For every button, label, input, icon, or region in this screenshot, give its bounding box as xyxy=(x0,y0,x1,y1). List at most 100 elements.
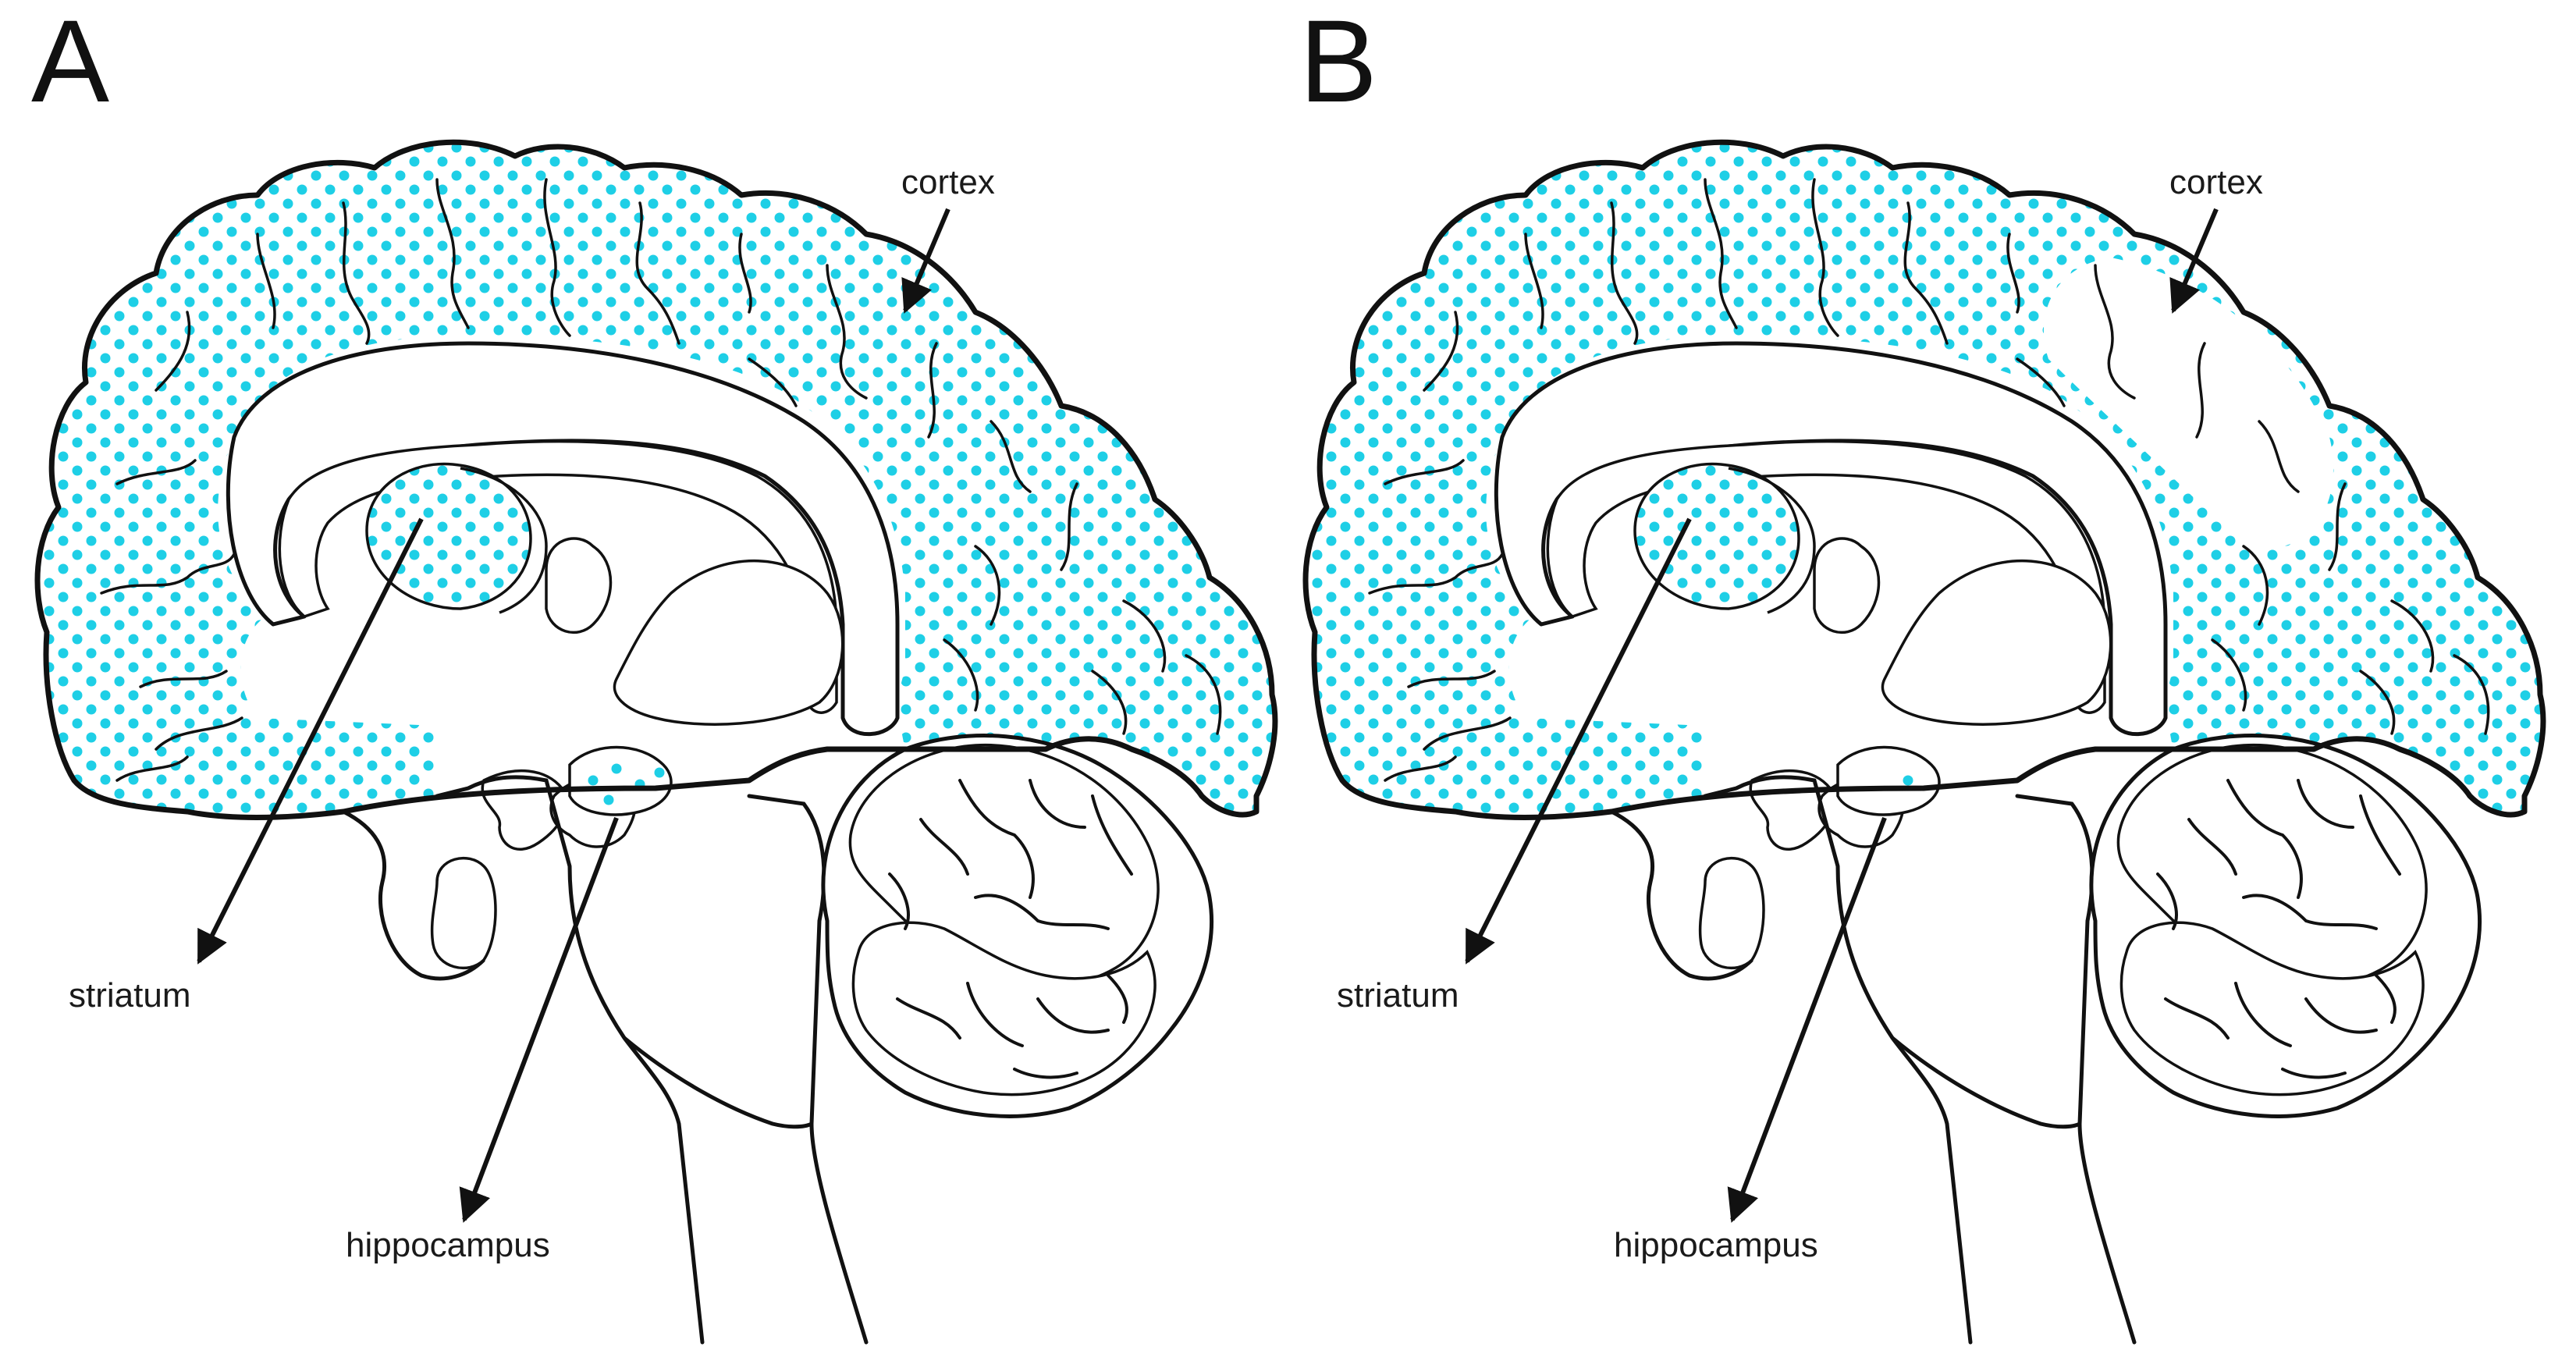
gyrus-line xyxy=(543,178,571,337)
gyrus-line xyxy=(990,420,1032,493)
striatum-label: striatum xyxy=(69,976,190,1015)
hippocampus-region xyxy=(1836,745,1941,816)
hippocampus-dot xyxy=(1903,775,1913,786)
gyrus-line xyxy=(1811,178,1839,337)
gyrus-line xyxy=(1704,178,1738,329)
arbor-vitae-branch xyxy=(2164,982,2292,1047)
gyrus-line xyxy=(155,311,191,392)
striatum-label: striatum xyxy=(1337,976,1459,1015)
arbor-vitae-branch xyxy=(896,982,1024,1047)
gyrus-line xyxy=(2390,599,2435,673)
brain-sagittal-drawing xyxy=(1302,139,2546,1345)
gyrus-line xyxy=(2242,545,2269,626)
gyrus-line xyxy=(139,670,228,688)
pituitary xyxy=(430,857,497,969)
arbor-vitae-branch xyxy=(1013,997,1110,1079)
arbor-vitae-branch xyxy=(2187,779,2303,899)
striatum-fold xyxy=(460,467,548,614)
arbor-vitae xyxy=(888,779,1133,1079)
gyrus-line xyxy=(1368,553,1504,595)
brainstem xyxy=(435,775,869,1345)
cortex-label: cortex xyxy=(901,163,995,201)
gyrus-line xyxy=(342,201,371,345)
gyrus-line xyxy=(2453,654,2490,735)
thalamus xyxy=(545,537,613,634)
panel-letter: A xyxy=(31,0,109,126)
hippocampus-dot xyxy=(588,775,599,786)
arbor-vitae-branch xyxy=(974,894,1110,930)
gyrus-line xyxy=(974,545,1001,626)
thalamus xyxy=(1813,537,1881,634)
gyrus-line xyxy=(2211,638,2247,712)
gyrus-line xyxy=(100,553,236,595)
ventricle xyxy=(613,560,844,726)
gyrus-line xyxy=(748,357,798,407)
gyrus-line xyxy=(2195,342,2206,439)
gyrus-line xyxy=(1524,233,1544,329)
gyri-lines xyxy=(1368,178,2490,782)
gyrus-line xyxy=(927,342,938,439)
arbor-vitae-branch xyxy=(2242,894,2378,930)
hippocampus-region xyxy=(568,745,673,816)
panel-letter: B xyxy=(1299,0,1377,126)
gyrus-line xyxy=(738,233,752,314)
gyri-lines xyxy=(100,178,1222,782)
arbor-vitae-branch xyxy=(1029,779,1133,876)
gyrus-line xyxy=(2258,420,2300,493)
corpus-callosum xyxy=(226,341,900,737)
brain-sagittal-drawing xyxy=(34,139,1278,1345)
brainstem xyxy=(1703,775,2137,1345)
gyrus-line xyxy=(1060,482,1078,571)
arbor-vitae-branch xyxy=(2297,779,2401,876)
gyrus-line xyxy=(1122,599,1167,673)
gyrus-line xyxy=(2359,670,2396,735)
striatum-arrow xyxy=(197,517,424,965)
gyrus-line xyxy=(1091,670,1128,735)
arbor-vitae-branch xyxy=(2281,997,2378,1079)
cortex-arrow xyxy=(2169,208,2219,314)
gyrus-line xyxy=(435,178,470,329)
gyrus-line xyxy=(115,459,197,485)
brainstem-edge xyxy=(1891,1036,2081,1129)
gyrus-line xyxy=(1423,311,1459,392)
pituitary xyxy=(1698,857,1765,969)
arbor-vitae xyxy=(2156,779,2401,1079)
cortex-label: cortex xyxy=(2169,163,2263,201)
gyrus-line xyxy=(2094,264,2136,400)
striatum-fold xyxy=(1728,467,1816,614)
striatum-region xyxy=(1633,462,1800,610)
arbor-vitae-branch xyxy=(919,779,1035,899)
gyrus-line xyxy=(2328,482,2347,571)
striatum-region xyxy=(365,462,532,610)
hippocampus-dot xyxy=(611,763,622,774)
gyrus-line xyxy=(2006,233,2020,314)
gyrus-line xyxy=(635,201,680,345)
brain-outline xyxy=(34,139,1278,820)
hippocampus-dots xyxy=(1903,775,1913,786)
brain-outline xyxy=(1302,139,2546,820)
cortex-stipple xyxy=(1306,142,2543,815)
hippocampus-dot xyxy=(603,794,614,805)
cerebellum-lobe-lower xyxy=(2119,921,2425,1096)
gyrus-line xyxy=(1903,201,1949,345)
brainstem-edge xyxy=(623,1036,813,1129)
corpus-callosum xyxy=(1494,341,2168,737)
arbor-vitae-branch xyxy=(2156,872,2397,1024)
hippocampus-dot xyxy=(654,767,665,778)
cerebellum-lobe-lower xyxy=(851,921,1157,1096)
gyrus-line xyxy=(1384,755,1457,782)
gyrus-line xyxy=(1610,201,1639,345)
striatum-arrow xyxy=(1465,517,1692,965)
gyrus-line xyxy=(1384,459,1465,485)
gyrus-line xyxy=(2016,357,2066,407)
gyrus-line xyxy=(826,264,868,400)
gyrus-line xyxy=(1407,670,1496,688)
cortex-arrow xyxy=(901,208,950,314)
hippocampus-label: hippocampus xyxy=(1614,1226,1818,1264)
hippocampus-label: hippocampus xyxy=(346,1226,550,1264)
gyrus-line xyxy=(1185,654,1222,735)
